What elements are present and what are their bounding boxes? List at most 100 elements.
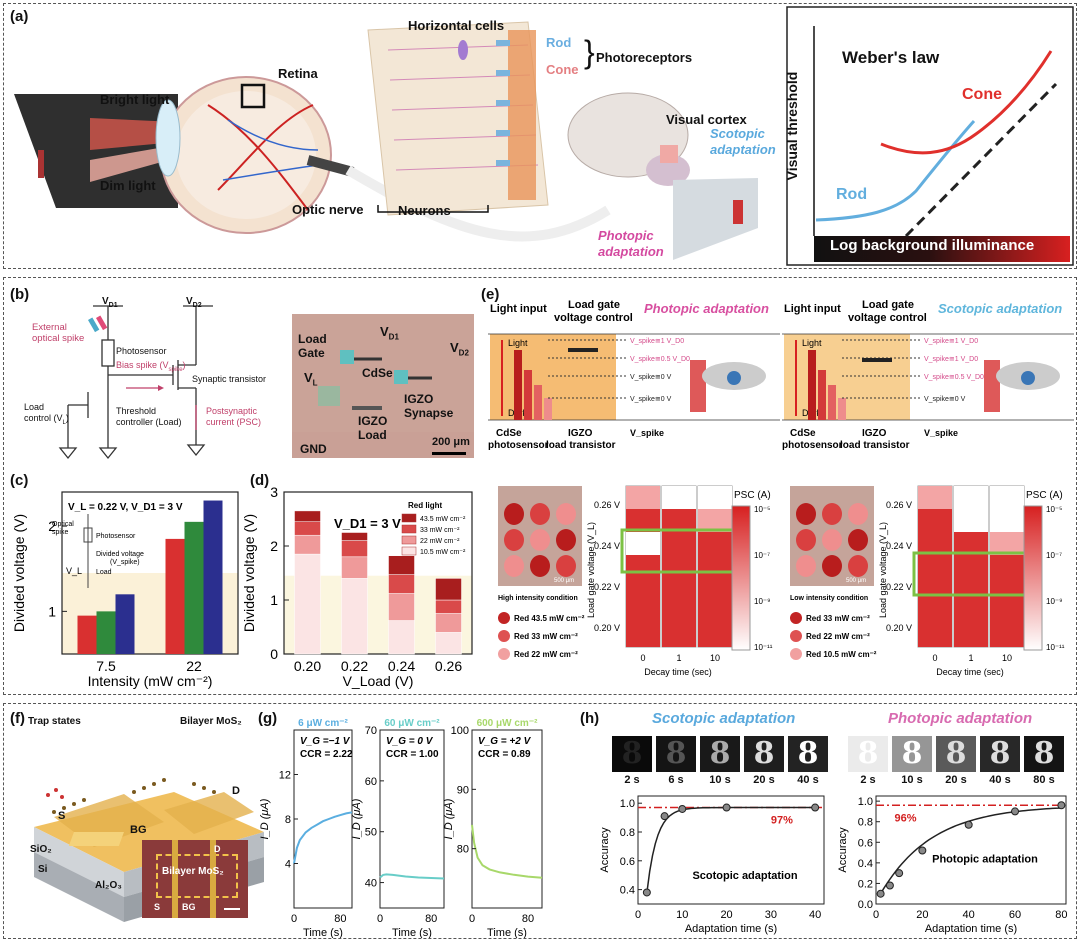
light-level-bar xyxy=(524,370,532,420)
x-tick-label: 40 xyxy=(809,909,821,921)
data-point xyxy=(918,846,927,855)
heatmap-cell xyxy=(626,532,660,555)
x-axis-label: V_Load (V) xyxy=(343,673,414,689)
stacked-bar-segment xyxy=(388,574,415,594)
plot-frame xyxy=(637,795,825,905)
light-level-bar xyxy=(534,385,542,420)
plot-frame xyxy=(283,491,473,655)
y-tick-label: 12 xyxy=(279,770,291,782)
x-tick-label: 0 xyxy=(377,913,383,925)
x-tick-label: 10 xyxy=(710,653,720,663)
stacked-bar-segment xyxy=(388,593,415,621)
heatmap-cell xyxy=(990,486,1024,509)
x-tick-label: 0.24 xyxy=(388,658,415,674)
array-pixel xyxy=(848,529,868,551)
array-pixel xyxy=(530,555,550,577)
colorbar-tick: 10⁻⁵ xyxy=(754,505,770,514)
micro-cdse: CdSe xyxy=(362,366,393,380)
heatmap-cell xyxy=(698,509,732,532)
gate-bar xyxy=(862,358,892,362)
stacked-bar-segment xyxy=(294,510,321,522)
y-tick-label: 3 xyxy=(270,484,278,500)
light-level-bar xyxy=(514,350,522,420)
heatmap-cell xyxy=(698,555,732,578)
data-point xyxy=(1011,807,1020,816)
y-axis-label: Divided voltage (V) xyxy=(11,514,27,632)
panel-label-b: (b) xyxy=(10,286,30,303)
inset-divided-label: Divided voltage xyxy=(96,551,144,558)
eye-gradient xyxy=(984,360,1000,412)
colorbar-tick: 10⁻¹¹ xyxy=(754,643,773,652)
data-point xyxy=(722,803,731,812)
heatmap-cell xyxy=(954,509,988,532)
vspike-label: V_spike xyxy=(924,428,958,438)
array-pixel xyxy=(556,529,576,551)
x-tick-label: 0 xyxy=(469,913,475,925)
y-tick-label: 0.4 xyxy=(620,885,635,897)
bar xyxy=(165,538,185,654)
x-tick-label: 22 xyxy=(186,658,202,674)
panel-label-h: (h) xyxy=(580,710,600,727)
stacked-bar-segment xyxy=(341,556,368,579)
cdse-label-2: photosensor xyxy=(488,440,549,450)
x-tick-label: 1 xyxy=(676,653,681,663)
digit-thumbnail: 8 xyxy=(892,736,932,772)
thumbnail-time-label: 80 s xyxy=(1033,774,1055,786)
intensity-label: 6 μW cm⁻² xyxy=(298,718,348,729)
x-tick-label: 1 xyxy=(968,653,973,663)
x-tick-label: 80 xyxy=(1055,909,1067,921)
array-pixel xyxy=(556,503,576,525)
heatmap-cell xyxy=(662,578,696,601)
optic-nerve-label: Optic nerve xyxy=(292,202,364,217)
heatmap-cell xyxy=(954,555,988,578)
vspike-label: V_spike xyxy=(630,428,664,438)
y-tick-label: 0.22 V xyxy=(886,582,912,592)
y-tick-label: 0.24 V xyxy=(594,541,620,551)
inset-photosensor-label: Photosensor xyxy=(96,533,136,540)
legend-label: Red 43.5 mW cm⁻² xyxy=(514,614,585,623)
condition-label: High intensity condition xyxy=(498,595,578,602)
bias-spike-label: Bias spike (Vspike) xyxy=(116,360,186,373)
legend-label: Red 33 mW cm⁻² xyxy=(806,614,870,623)
panel-label-f: (f) xyxy=(10,710,25,727)
y-tick-label: 1.0 xyxy=(620,798,635,810)
stacked-bar-segment xyxy=(435,578,462,601)
light-input-label: Light input xyxy=(784,303,841,315)
illuminance-gradient-bar xyxy=(814,236,1070,262)
x-tick-label: 0 xyxy=(873,909,879,921)
thumbnail-time-label: 2 s xyxy=(624,774,640,786)
level-label: V_spike≅0 V xyxy=(630,396,672,403)
current-curve xyxy=(293,811,353,864)
colorbar-title: PSC (A) xyxy=(734,490,771,501)
vg-label: V_G = +2 V xyxy=(478,736,532,747)
digit-thumbnail: 8 xyxy=(980,736,1020,772)
photopic-label: Photopic adaptation xyxy=(598,228,664,259)
data-point xyxy=(876,889,885,898)
eye-pupil xyxy=(1021,371,1035,385)
y-axis-label: Divided voltage (V) xyxy=(241,514,257,632)
legend-swatch xyxy=(401,535,417,545)
y-axis-label: Load gate voltage (V_L) xyxy=(878,522,888,618)
micro-scale: 200 μm xyxy=(432,436,470,448)
legend-dot xyxy=(498,630,510,642)
y-axis-label: Accuracy xyxy=(599,827,611,873)
bar xyxy=(115,594,135,654)
y-tick-label: 2 xyxy=(48,518,56,534)
x-tick-label: 10 xyxy=(676,909,688,921)
panel-a-illustration xyxy=(14,21,758,260)
data-point xyxy=(895,869,904,878)
x-tick-label: 30 xyxy=(765,909,777,921)
cdse-label: CdSe xyxy=(496,428,522,439)
vd1-label: VD1 xyxy=(102,296,118,309)
level-label: V_spike≅0.5 V_D0 xyxy=(924,374,984,381)
data-point xyxy=(678,804,687,813)
plot-frame xyxy=(471,729,543,909)
bar xyxy=(184,521,204,654)
bar xyxy=(77,615,97,654)
